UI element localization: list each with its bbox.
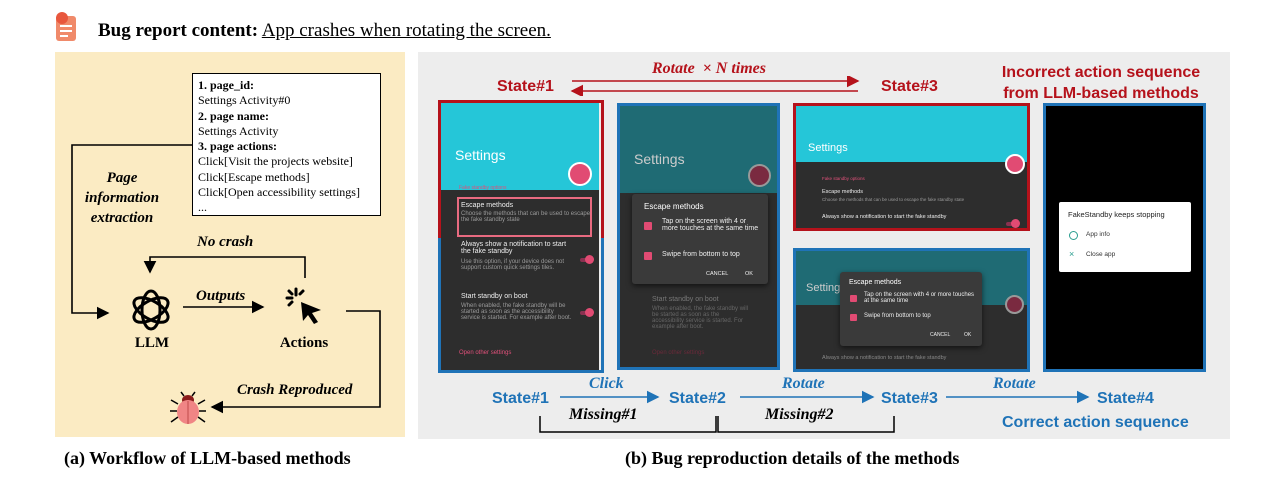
llm-icon [127,286,175,334]
screen-state3-incorrect: Settings Fake standby options Escape met… [793,103,1030,231]
escape-methods-dialog: Escape methods Tap on the screen with 4 … [840,272,982,346]
crash-title: FakeStandby keeps stopping [1068,210,1165,219]
crash-reproduced-label: Crash Reproduced [237,382,352,399]
missing2-label: Missing#2 [765,406,833,424]
bottom-state4-label: State#4 [1097,390,1154,408]
always-show-toggle[interactable] [1011,219,1020,228]
incorrect-sequence-label: Incorrect action sequence from LLM-based… [987,62,1215,104]
app-info-button[interactable]: App info [1086,231,1110,238]
info-icon [1069,231,1078,240]
escape-methods-dialog: Escape methods Tap on the screen with 4 … [632,194,768,284]
rotate1-label: Rotate [782,375,825,393]
bottom-state2-label: State#2 [669,390,726,408]
bug-icon [168,390,208,426]
bottom-state1-label: State#1 [492,390,549,408]
ok-button[interactable]: OK [745,271,753,277]
ok-button[interactable]: OK [964,332,971,338]
rotate2-label: Rotate [993,375,1036,393]
option1-checkbox[interactable] [850,295,857,302]
cancel-button[interactable]: CANCEL [930,332,950,338]
caption-a: (a) Workflow of LLM-based methods [64,448,351,469]
always-show-item[interactable]: Always show a notification to start the … [822,214,946,220]
correct-sequence-label: Correct action sequence [1002,414,1189,432]
screen-state2: Settings Start standby on boot When enab… [617,103,780,370]
workflow-arrows [0,0,420,440]
option2-label: Swipe from bottom to top [662,251,740,258]
bottom-state3-label: State#3 [881,390,938,408]
caption-b: (b) Bug reproduction details of the meth… [625,448,959,469]
screen-state3-correct: Settings Always show a notification to s… [793,248,1030,372]
no-crash-label: No crash [197,234,253,251]
cancel-button[interactable]: CANCEL [706,271,728,277]
click-label: Click [589,375,624,393]
missing1-label: Missing#1 [569,406,637,424]
screen-state4: FakeStandby keeps stopping App info × Cl… [1043,103,1206,372]
option2-checkbox[interactable] [644,252,652,260]
state1-border-blue [438,238,604,373]
escape-methods-item[interactable]: Escape methods [822,189,863,195]
option2-checkbox[interactable] [850,314,857,321]
option1-label: Tap on the screen with 4 or more touches… [662,218,762,232]
top-state1-label: State#1 [497,78,554,96]
llm-label: LLM [128,335,176,352]
actions-icon [284,286,328,330]
actions-label: Actions [272,335,336,352]
fab-button[interactable] [1005,154,1025,174]
close-icon: × [1069,250,1074,259]
crash-dialog: FakeStandby keeps stopping App info × Cl… [1059,202,1191,272]
top-state3-label: State#3 [881,78,938,96]
outputs-label: Outputs [196,288,245,305]
rotate-double-arrow [560,76,870,96]
option1-checkbox[interactable] [644,222,652,230]
state1-border-red [438,100,604,241]
close-app-button[interactable]: Close app [1086,251,1115,258]
dialog-title: Escape methods [644,202,704,211]
